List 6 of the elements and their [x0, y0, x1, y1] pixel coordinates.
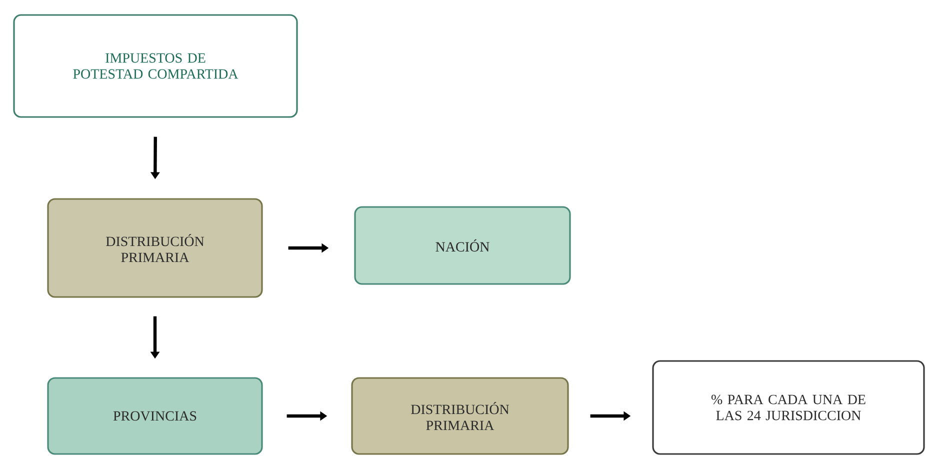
process-box: DISTRIBUCIÓN PRIMARIA [47, 198, 263, 298]
result-box: % PARA CADA UNA DE LAS 24 JURISDICCION [652, 360, 925, 455]
title-box: IMPUESTOS DE POTESTAD COMPARTIDA [13, 14, 298, 118]
process-box: DISTRIBUCIÓN PRIMARIA [351, 377, 569, 455]
process-box: PROVINCIAS [47, 377, 263, 455]
result-box: NACIÓN [354, 206, 571, 285]
